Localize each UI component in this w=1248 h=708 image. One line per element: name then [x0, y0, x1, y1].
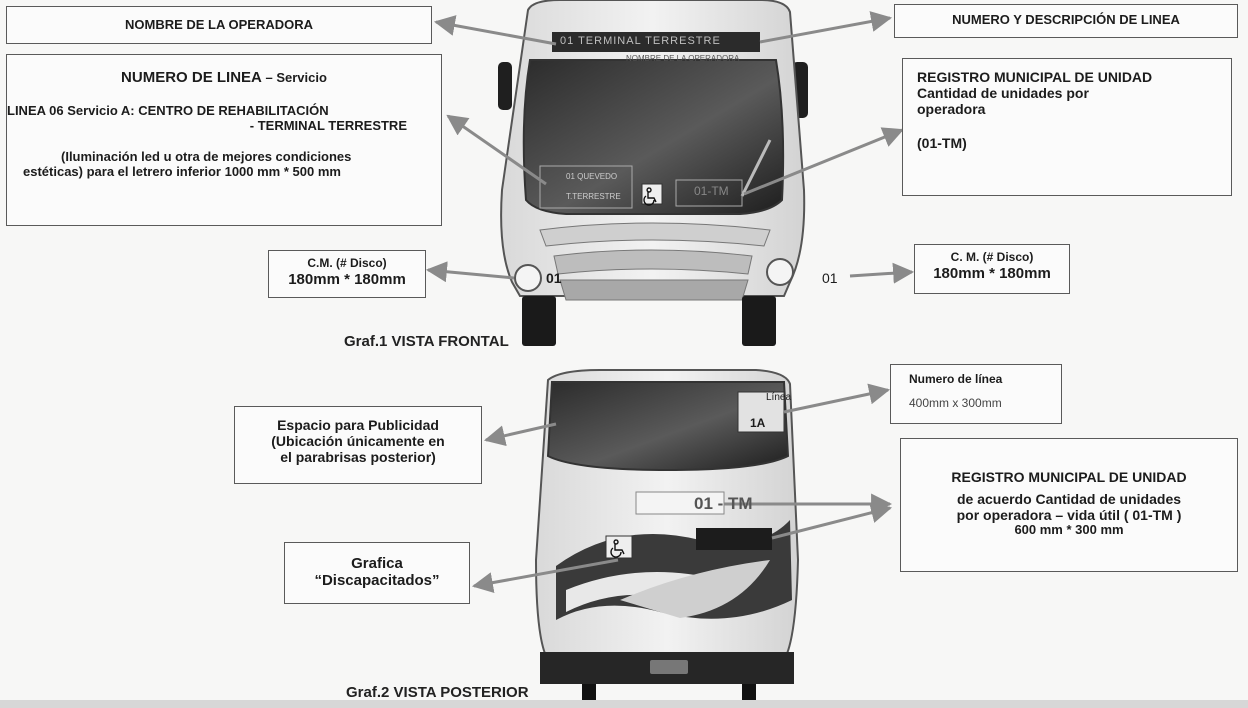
front-tire-right: [742, 296, 776, 346]
ad-space-line-3: el parabrisas posterior): [280, 449, 436, 466]
arrow-line-rear: [783, 383, 891, 414]
bus-rear: [534, 369, 800, 700]
wiper: [740, 139, 772, 197]
windshield: [522, 59, 785, 215]
line-number-box: NUMERO DE LINEA – Servicio LINEA 06 Serv…: [6, 54, 442, 226]
line-example-1: LINEA 06 Servicio A: CENTRO DE REHABILIT…: [7, 103, 329, 119]
arrow-cm-right: [849, 262, 915, 284]
caption-front: Graf.1 VISTA FRONTAL: [344, 333, 509, 350]
cm-right-line-1: C. M. (# Disco): [950, 250, 1034, 264]
rear-registry-box: [696, 528, 772, 550]
arrow-registry-rear-2: [771, 502, 893, 540]
line-rear-line-1: Numero de línea: [909, 372, 1003, 386]
operator-name-label: NOMBRE DE LA OPERADORA: [124, 17, 314, 32]
left-mirror: [498, 62, 512, 110]
cm-left-line-1: C.M. (# Disco): [307, 256, 387, 270]
arrow-cm-left: [425, 261, 515, 283]
arrow-line-desc: [759, 11, 893, 44]
disabled-line-1: Grafica: [351, 555, 403, 572]
front-tire-left: [522, 296, 556, 346]
registry-rear-line-2: de acuerdo Cantidad de unidades: [956, 491, 1182, 508]
registry-front-line-1: REGISTRO MUNICIPAL DE UNIDAD: [917, 69, 1153, 85]
front-route-sign: [539, 165, 633, 209]
front-route-line-1: 01 QUEVEDO: [566, 172, 618, 181]
bottom-edge: [0, 700, 1248, 708]
ad-space-line-2: (Ubicación únicamente en: [271, 433, 445, 450]
front-unit-code: 01-TM: [694, 184, 729, 198]
registry-rear-line-3: por operadora – vida útil ( 01-TM ): [956, 507, 1182, 524]
arrow-ad-space: [483, 422, 557, 447]
rear-exhaust: [650, 660, 688, 674]
front-top-sign: [552, 32, 760, 52]
front-grille-top: [539, 222, 771, 247]
disc-left: [514, 264, 542, 292]
line-desc-label: NUMERO Y DESCRIPCIÓN DE LINEA: [952, 12, 1180, 27]
front-wheelchair-icon: [643, 187, 657, 206]
line-rear-box: Numero de línea 400mm x 300mm: [890, 364, 1062, 424]
registry-front-box: REGISTRO MUNICIPAL DE UNIDAD Cantidad de…: [902, 58, 1232, 196]
disc-right-number: 01: [822, 270, 838, 286]
front-unit-sign: [675, 179, 743, 207]
line-desc-box: NUMERO Y DESCRIPCIÓN DE LINEA: [894, 4, 1238, 38]
line-number-title: NUMERO DE LINEA – Servicio: [7, 69, 441, 86]
line-number-title-main: NUMERO DE LINEA: [121, 69, 262, 86]
front-route-line-2: T.TERRESTRE: [566, 192, 621, 201]
registry-front-line-3: operadora: [917, 101, 986, 118]
registry-rear-line-4: 600 mm * 300 mm: [1014, 522, 1124, 538]
caption-rear: Graf.2 VISTA POSTERIOR: [346, 684, 529, 701]
line-number-title-suffix: – Servicio: [265, 70, 327, 85]
arrow-operator: [433, 15, 557, 46]
front-bumper: [559, 279, 749, 301]
rear-wheelchair-box: [605, 535, 633, 559]
cm-left-box: C.M. (# Disco) 180mm * 180mm: [268, 250, 426, 298]
arrows: [425, 11, 915, 593]
rear-tire-left: [582, 684, 596, 700]
registry-front-line-2: Cantidad de unidades por: [917, 85, 1089, 102]
line-example-2: - TERMINAL TERRESTRE: [249, 118, 407, 134]
rear-swoosh-mid: [620, 560, 770, 618]
line-rear-line-2: 400mm x 300mm: [909, 395, 1002, 410]
arrow-registry-front: [743, 127, 904, 196]
cm-right-line-2: 180mm * 180mm: [933, 264, 1051, 282]
rear-wheelchair-icon: [610, 539, 625, 558]
registry-front-line-4: (01-TM): [917, 135, 967, 152]
operator-name-box: NOMBRE DE LA OPERADORA: [6, 6, 432, 44]
bus-front: [498, 0, 808, 346]
rear-tire-right: [742, 684, 756, 700]
arrow-line-number: [446, 114, 547, 186]
cm-right-box: C. M. (# Disco) 180mm * 180mm: [914, 244, 1070, 294]
disc-left-number: 01: [546, 270, 562, 286]
disabled-graphic-box: Grafica “Discapacitados”: [284, 542, 470, 604]
line-note-2: estéticas) para el letrero inferior 1000…: [23, 164, 341, 180]
rear-windshield: [546, 381, 790, 472]
registry-rear-box: REGISTRO MUNICIPAL DE UNIDAD de acuerdo …: [900, 438, 1238, 572]
line-note-1: (Iluminación led u otra de mejores condi…: [61, 149, 352, 165]
rear-line-fragment: Línea: [766, 392, 792, 403]
ad-space-box: Espacio para Publicidad (Ubicación única…: [234, 406, 482, 484]
disabled-line-2: “Discapacitados”: [314, 572, 440, 590]
cm-left-line-2: 180mm * 180mm: [288, 270, 406, 288]
rear-unit-code: 01 - TM: [694, 494, 753, 513]
rear-line-box: [737, 391, 785, 433]
registry-rear-line-1: REGISTRO MUNICIPAL DE UNIDAD: [951, 469, 1187, 485]
front-wheelchair-box: [641, 183, 663, 205]
ad-space-line-1: Espacio para Publicidad: [277, 417, 439, 433]
front-top-sign-text: 01 TERMINAL TERRESTRE: [560, 35, 721, 47]
front-operator-strip: NOMBRE DE LA OPERADORA: [626, 54, 740, 63]
arrow-disabled: [471, 558, 619, 593]
rear-line-code: 1A: [750, 416, 766, 430]
disc-right: [766, 258, 794, 286]
front-grille: [553, 249, 753, 275]
